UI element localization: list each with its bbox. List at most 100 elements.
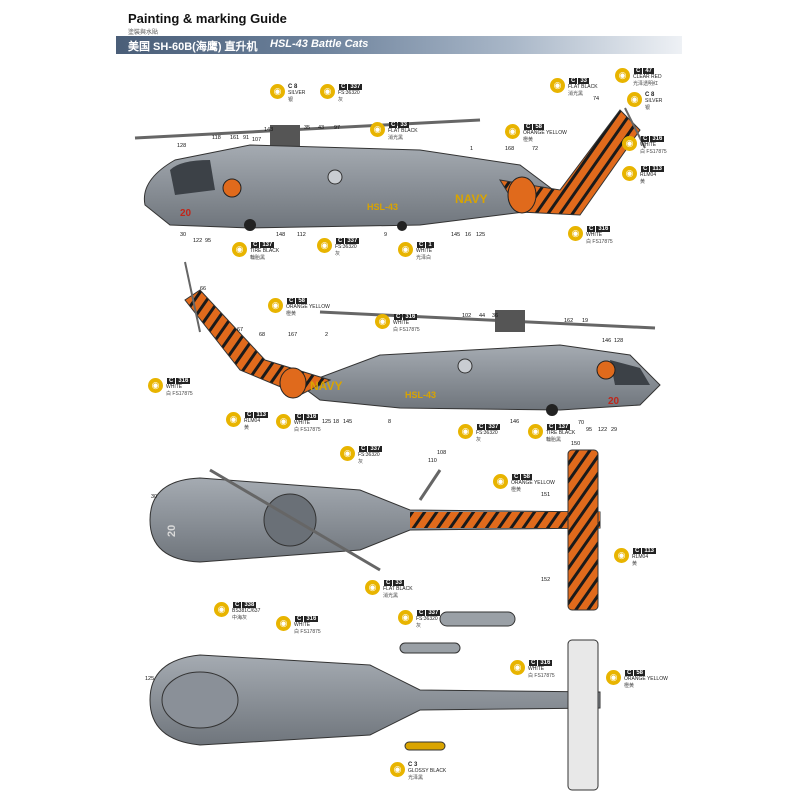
bottom-view [149, 611, 601, 791]
part-number: 18 [333, 419, 340, 425]
fuel-tank [439, 611, 516, 627]
paint-pot-icon: ◉ [606, 670, 621, 685]
tail-rotor-2 [184, 261, 201, 333]
part-number: 9 [384, 232, 388, 238]
part-number: 1 [470, 146, 474, 152]
rotor-hub-top [263, 493, 317, 547]
paint-pot-icon: ◉ [550, 78, 565, 93]
paint-pot-icon: ◉ [320, 84, 335, 99]
part-number: 35 [304, 125, 311, 131]
paint-pot-icon: ◉ [276, 616, 291, 631]
paint-pot-icon: ◉ [568, 226, 583, 241]
navy-marking-1: NAVY [455, 192, 487, 206]
main-wheel [244, 219, 256, 231]
fuselage [143, 144, 561, 229]
paint-pot-icon: ◉ [375, 314, 390, 329]
part-number: 30 [180, 232, 187, 238]
part-number: 95 [205, 238, 212, 244]
rotor-head [270, 125, 300, 147]
part-number: 95 [586, 427, 593, 433]
part-number: 125 [145, 676, 155, 682]
part-number: 19 [582, 318, 589, 324]
part-number: 72 [532, 146, 539, 152]
part-number: 66 [200, 286, 207, 292]
page-subtitle: 塗裝與水貼 [128, 30, 159, 36]
banner-model-name: 美国 SH-60B(海鹰) 直升机 [128, 41, 258, 53]
part-number: 112 [297, 232, 306, 238]
paint-pot-icon: ◉ [615, 68, 630, 83]
paint-pot-icon: ◉ [627, 92, 642, 107]
part-number: 161 [230, 135, 240, 141]
part-number: 97 [334, 125, 341, 131]
modex-marking-2: 20 [608, 396, 620, 407]
part-number: 74 [593, 96, 600, 102]
part-number: 91 [243, 135, 250, 141]
part-number: 2 [325, 332, 329, 338]
part-number: 167 [288, 332, 298, 338]
main-wheel-2 [546, 404, 558, 416]
part-number: 102 [462, 313, 472, 319]
squadron-marking-1: HSL-43 [367, 202, 398, 212]
paint-pot-icon: ◉ [510, 660, 525, 675]
tiger-head-marking [507, 176, 537, 214]
side-view-left [134, 107, 646, 231]
part-number: 118 [212, 135, 221, 141]
paint-pot-icon: ◉ [270, 84, 285, 99]
paint-pot-icon: ◉ [458, 424, 473, 439]
part-number: 68 [259, 332, 266, 338]
squadron-badge-2 [596, 360, 616, 380]
part-number: 8 [388, 419, 392, 425]
main-rotor-blade-2 [319, 310, 656, 330]
paint-pot-icon: ◉ [276, 414, 291, 429]
squadron-marking-2: HSL-43 [405, 390, 436, 400]
part-number: 67 [237, 327, 244, 333]
model-banner [116, 36, 682, 54]
folded-blade [209, 468, 381, 572]
top-view [149, 449, 601, 611]
main-rotor-blade [134, 118, 481, 140]
missile [404, 741, 446, 751]
part-number: 44 [479, 313, 486, 319]
navy-marking-2: NAVY [310, 379, 342, 393]
part-number: 152 [541, 577, 551, 583]
part-number: 146 [510, 419, 520, 425]
paint-pot-icon: ◉ [365, 580, 380, 595]
part-number: 145 [343, 419, 353, 425]
torpedo [399, 642, 461, 654]
paint-pot-icon: ◉ [232, 242, 247, 257]
paint-pot-icon: ◉ [505, 124, 520, 139]
part-number: 148 [276, 232, 286, 238]
part-number: 108 [437, 450, 447, 456]
rotor-head-2 [495, 310, 525, 332]
cockpit-window-2 [610, 360, 650, 385]
part-number: 110 [428, 458, 437, 464]
star-roundel-2 [457, 358, 473, 374]
paint-pot-icon: ◉ [398, 242, 413, 257]
tail-wheel [397, 221, 407, 231]
part-number: 151 [541, 492, 551, 498]
part-number: 70 [578, 420, 585, 426]
part-number: 30 [151, 494, 158, 500]
paint-pot-icon: ◉ [340, 446, 355, 461]
paint-pot-icon: ◉ [622, 166, 637, 181]
